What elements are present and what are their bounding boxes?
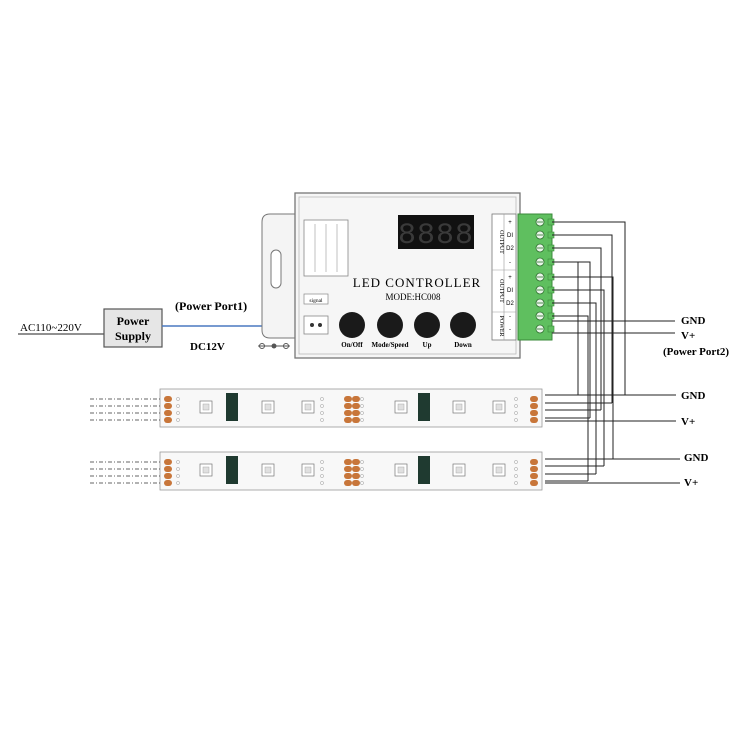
power-terminal-label: POWER bbox=[498, 316, 504, 337]
solder-pad bbox=[352, 417, 360, 423]
up-button[interactable] bbox=[414, 312, 440, 338]
solder-pad bbox=[352, 403, 360, 409]
on-off-button[interactable] bbox=[339, 312, 365, 338]
led-strip-1 bbox=[90, 388, 543, 428]
controller-bracket bbox=[261, 213, 297, 339]
controller-title: LED CONTROLLER bbox=[353, 275, 481, 290]
on-off-label: On/Off bbox=[341, 341, 363, 349]
solder-pad bbox=[530, 466, 538, 472]
solder-pad bbox=[530, 410, 538, 416]
solder-pad bbox=[344, 396, 352, 402]
terminal-pin-label: DI bbox=[507, 288, 513, 294]
power-port1-label: (Power Port1) bbox=[175, 299, 247, 313]
strip2-vplus-label: V+ bbox=[684, 477, 698, 489]
display-digits: 8888 bbox=[398, 219, 474, 253]
solder-pad bbox=[344, 473, 352, 479]
vplus-top-label: V+ bbox=[681, 330, 695, 342]
ic-chip bbox=[418, 456, 430, 484]
strip1-gnd-label: GND bbox=[681, 390, 706, 402]
solder-pad bbox=[352, 473, 360, 479]
solder-pad bbox=[352, 459, 360, 465]
solder-pad bbox=[530, 403, 538, 409]
dc-jack[interactable] bbox=[303, 315, 329, 335]
gnd-top-label: GND bbox=[681, 315, 706, 327]
solder-pad bbox=[164, 417, 172, 423]
output2-label: OUTPUT bbox=[498, 279, 504, 303]
led-strip-2 bbox=[90, 451, 543, 491]
terminal-pin-label: + bbox=[508, 220, 512, 226]
wire bbox=[552, 261, 591, 418]
solder-pad bbox=[164, 473, 172, 479]
output1-label: OUTPUT bbox=[498, 230, 504, 254]
wire bbox=[552, 315, 589, 481]
terminal-pin-label: D2 bbox=[506, 301, 514, 307]
terminal-block bbox=[517, 213, 555, 341]
solder-pad bbox=[352, 410, 360, 416]
solder-pad bbox=[352, 396, 360, 402]
solder-pad bbox=[164, 480, 172, 486]
solder-pad bbox=[344, 410, 352, 416]
terminal-pin-label: - bbox=[509, 327, 511, 333]
solder-pad bbox=[530, 459, 538, 465]
terminal-pin-label: DI bbox=[507, 233, 513, 239]
controller-model: MODE:HC008 bbox=[385, 292, 441, 302]
ic-chip bbox=[418, 393, 430, 421]
power-supply: Power Supply bbox=[103, 308, 163, 348]
solder-pad bbox=[530, 417, 538, 423]
solder-pad bbox=[344, 459, 352, 465]
strip1-vplus-label: V+ bbox=[681, 416, 695, 428]
terminal-pin-label: + bbox=[508, 275, 512, 281]
solder-pad bbox=[164, 459, 172, 465]
solder-pad bbox=[352, 466, 360, 472]
led-controller: signal 8888 LED CONTROLLER MODE:HC008 On… bbox=[294, 192, 521, 359]
solder-pad bbox=[344, 466, 352, 472]
solder-pad bbox=[530, 396, 538, 402]
ic-chip bbox=[226, 456, 238, 484]
solder-pad bbox=[530, 480, 538, 486]
ac-input: AC110~220V bbox=[18, 322, 104, 335]
dc-label: DC12V bbox=[190, 341, 225, 353]
solder-pad bbox=[344, 480, 352, 486]
solder-pad bbox=[164, 396, 172, 402]
signal-label: signal bbox=[309, 298, 323, 304]
power-supply-line1: Power bbox=[117, 314, 150, 328]
solder-pad bbox=[344, 417, 352, 423]
strip2-gnd-label: GND bbox=[684, 452, 709, 464]
down-button[interactable] bbox=[450, 312, 476, 338]
solder-pad bbox=[530, 473, 538, 479]
solder-pad bbox=[164, 403, 172, 409]
wire bbox=[552, 247, 602, 410]
wire bbox=[545, 262, 579, 396]
power-port2-label: (Power Port2) bbox=[663, 346, 729, 358]
wire bbox=[552, 276, 614, 459]
ac-input-label: AC110~220V bbox=[20, 322, 82, 334]
wire bbox=[552, 234, 613, 403]
solder-pad bbox=[164, 410, 172, 416]
down-label: Down bbox=[454, 341, 472, 349]
solder-pad bbox=[352, 480, 360, 486]
solder-pad bbox=[344, 403, 352, 409]
solder-pad bbox=[164, 466, 172, 472]
wire bbox=[552, 289, 605, 466]
wire bbox=[552, 221, 626, 395]
digit-display bbox=[398, 215, 474, 249]
mode-speed-label: Mode/Speed bbox=[372, 341, 409, 349]
up-label: Up bbox=[423, 341, 432, 349]
mode-speed-button[interactable] bbox=[377, 312, 403, 338]
ic-chip bbox=[226, 393, 238, 421]
dc-plug-icon bbox=[258, 343, 290, 349]
wire bbox=[552, 302, 597, 474]
power-supply-line2: Supply bbox=[115, 329, 151, 343]
terminal-pin-label: - bbox=[509, 314, 511, 320]
terminal-pin-label: D2 bbox=[506, 246, 514, 252]
terminal-pin-label: - bbox=[509, 260, 511, 266]
